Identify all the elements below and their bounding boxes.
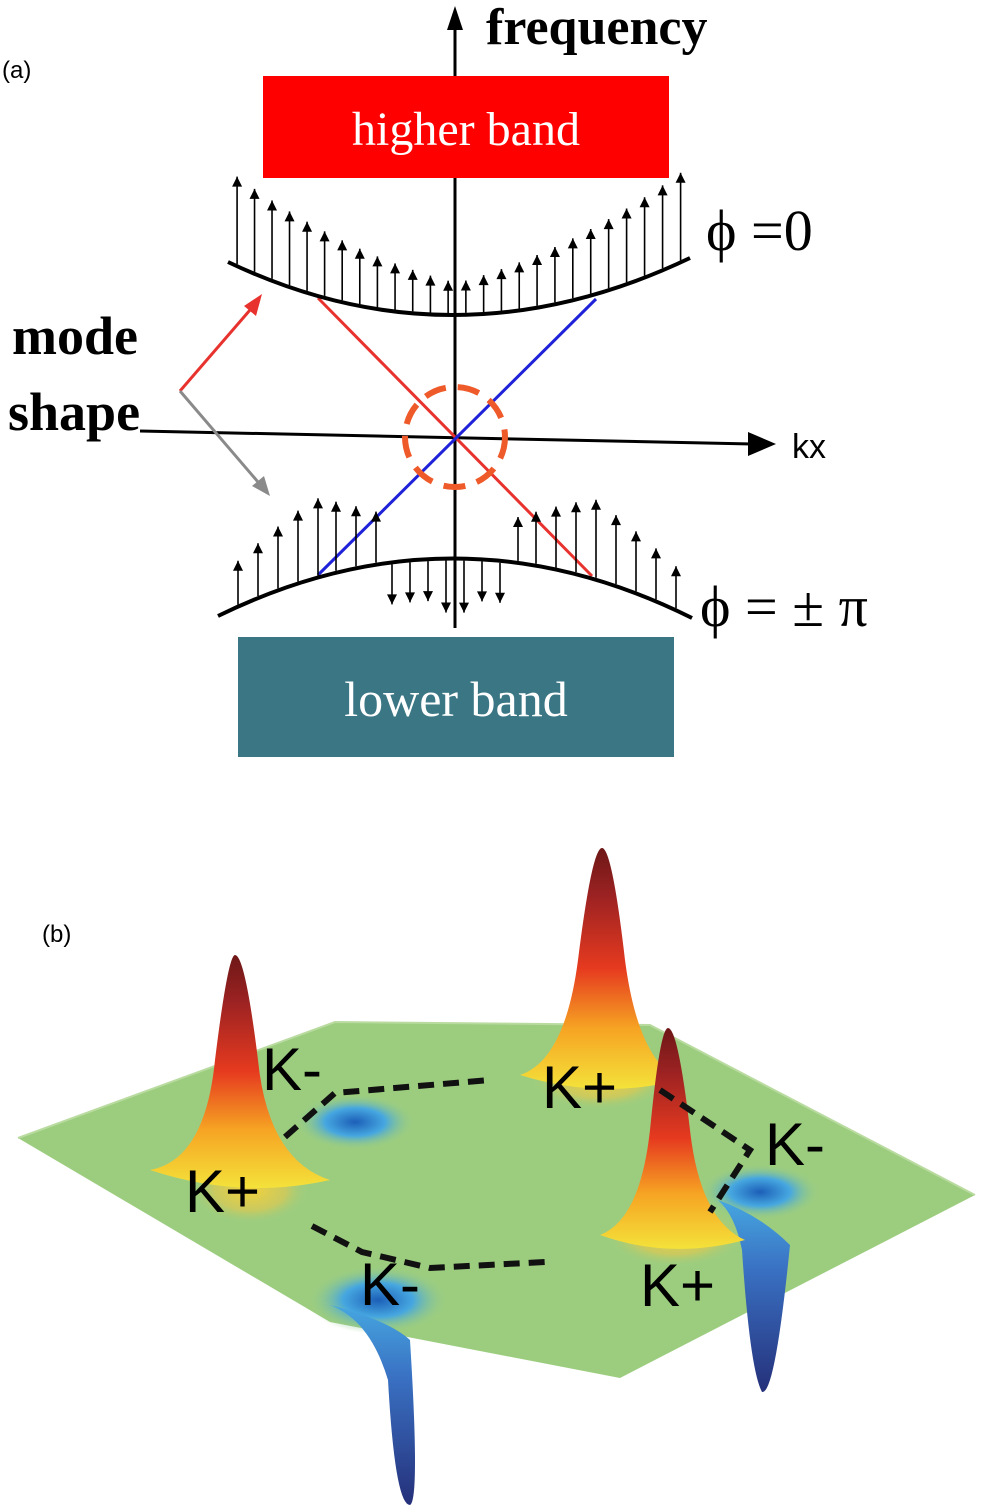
valley-hexagon-path — [283, 1077, 755, 1272]
valley-label-k-plus-top: K+ — [542, 1054, 617, 1121]
panel-b: (b) K- K+ K+ K- K- K+ — [17, 848, 976, 1505]
mode-arrow-down-head — [405, 592, 415, 603]
mode-arrow-up-head — [337, 240, 348, 251]
phase-bottom-label: ϕ = ± π — [700, 574, 868, 639]
dip-lower-left — [308, 1266, 448, 1334]
valley-label-k-plus-left: K+ — [185, 1158, 260, 1225]
mode-arrow-up-head — [651, 548, 661, 559]
mode-arrow-up-head — [657, 185, 668, 196]
mode-arrow-down-head — [477, 591, 487, 602]
kx-axis-label: kx — [792, 428, 826, 466]
mode-arrow-up-head — [302, 221, 313, 232]
mode-arrow-up-head — [496, 269, 507, 280]
lower-mode-arrows — [233, 498, 681, 613]
kx-axis-arrowhead-icon — [748, 432, 776, 456]
mode-arrow-up-head — [571, 502, 581, 513]
mode-arrow-up-head — [611, 515, 621, 526]
mode-arrow-down-head — [495, 592, 505, 603]
pointer-to-upper-arrowhead-icon — [244, 294, 262, 316]
panel-b-label: (b) — [42, 921, 71, 948]
peak-left — [150, 955, 330, 1188]
mode-arrow-up-head — [513, 517, 523, 528]
mode-arrow-down-head — [423, 591, 433, 602]
frequency-axis-label: frequency — [486, 0, 707, 56]
mode-arrow-up-head — [532, 255, 543, 266]
mode-arrow-up-head — [478, 275, 489, 286]
dip-upper-left — [295, 1094, 415, 1150]
mode-arrow-up-head — [273, 526, 283, 537]
blue-dispersion-line — [316, 297, 598, 577]
mode-arrow-up-head — [407, 269, 418, 280]
mode-arrow-up-head — [313, 498, 323, 509]
upper-mode-arrows — [232, 172, 686, 313]
mode-arrow-up-head — [621, 208, 632, 219]
mode-arrow-up-head — [354, 248, 365, 259]
mode-arrow-up-head — [253, 543, 263, 554]
mode-arrow-up-head — [425, 275, 436, 286]
mode-arrow-up-head — [460, 280, 471, 291]
mode-arrow-up-head — [232, 176, 243, 187]
mode-arrow-up-head — [371, 511, 381, 522]
mode-arrow-up-head — [531, 511, 541, 522]
mode-arrow-up-head — [675, 172, 686, 183]
valley-label-k-minus-top-left: K- — [262, 1036, 322, 1103]
peak-right — [600, 1028, 745, 1249]
mode-arrow-up-head — [631, 531, 641, 542]
mode-arrow-up-head — [267, 200, 278, 211]
mode-arrow-up-head — [591, 499, 601, 510]
mode-arrow-up-head — [319, 231, 330, 242]
lower-band-label: lower band — [344, 671, 568, 727]
valley-label-k-plus-bottom-right: K+ — [640, 1252, 715, 1319]
higher-band-label: higher band — [352, 103, 580, 156]
mode-arrow-up-head — [372, 256, 383, 267]
mode-arrow-down-head — [441, 602, 451, 613]
mode-arrow-up-head — [249, 188, 260, 199]
pointer-to-lower-arrow — [178, 390, 260, 483]
pointer-to-upper-arrow — [178, 309, 252, 392]
higher-band-box — [263, 76, 669, 178]
panel-a: (a) frequency kx higher band lower band … — [2, 0, 868, 757]
peak-top — [520, 848, 680, 1089]
mode-arrow-up-head — [671, 566, 681, 577]
valley-label-k-minus-bottom: K- — [360, 1251, 420, 1318]
mode-arrow-up-head — [443, 280, 454, 291]
mode-arrow-down-head — [459, 602, 469, 613]
mode-arrow-up-head — [585, 229, 596, 240]
mode-arrow-up-head — [549, 246, 560, 257]
frequency-axis-arrowhead-icon — [447, 6, 463, 30]
surface-back-edge — [17, 1020, 976, 1196]
mode-shape-label-line2: shape — [8, 382, 140, 442]
mode-arrow-up-head — [551, 506, 561, 517]
pointer-to-lower-arrowhead-icon — [252, 476, 270, 496]
mode-arrow-up-head — [603, 219, 614, 230]
mode-arrow-up-head — [567, 238, 578, 249]
phase-top-label: ϕ =0 — [706, 198, 813, 263]
mode-arrow-up-head — [331, 501, 341, 512]
lower-band-box — [238, 637, 674, 757]
trough-lower-left — [330, 1305, 415, 1505]
upper-band-curve — [227, 256, 691, 317]
mode-arrow-up-head — [351, 506, 361, 517]
mode-arrow-up-head — [390, 263, 401, 274]
mode-arrow-down-head — [387, 594, 397, 605]
trough-right — [718, 1200, 790, 1393]
valley-label-k-minus-right: K- — [765, 1111, 825, 1178]
surface-plane — [18, 1022, 975, 1378]
kx-axis — [139, 429, 753, 446]
dirac-point-circle — [402, 384, 508, 490]
mode-arrow-up-head — [639, 197, 650, 208]
mode-arrow-up-head — [284, 211, 295, 222]
mode-arrow-up-head — [233, 560, 243, 571]
mode-arrow-up-head — [293, 510, 303, 521]
panel-a-label: (a) — [2, 57, 31, 84]
lower-band-curve — [217, 556, 693, 620]
mode-arrow-up-head — [514, 262, 525, 273]
mode-shape-label-line1: mode — [12, 306, 138, 366]
